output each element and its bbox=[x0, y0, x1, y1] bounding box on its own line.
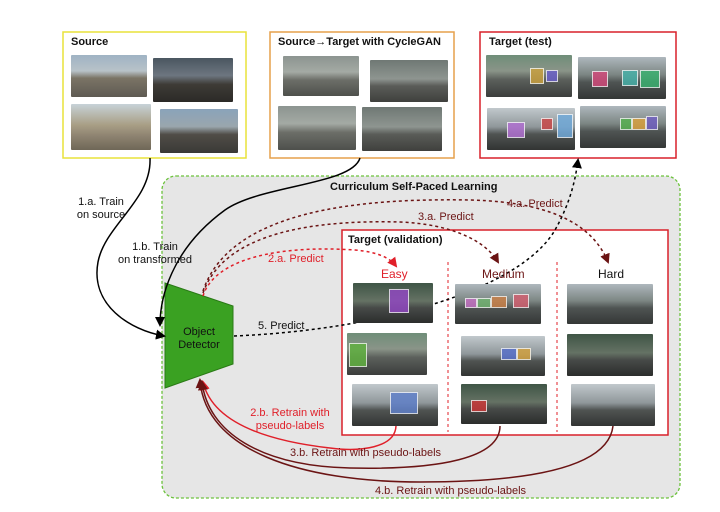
easy-label: Easy bbox=[381, 267, 408, 281]
cyclegan-title: Source→Target with CycleGAN bbox=[278, 36, 441, 48]
source-image bbox=[71, 55, 147, 97]
medium-image bbox=[455, 284, 541, 324]
arrow-3b-retrain bbox=[197, 380, 501, 469]
label-1a-line-1: 1.a. Train bbox=[78, 196, 124, 208]
label-1b: 1.b. Train on transformed bbox=[110, 241, 200, 267]
arrow-4b-retrain bbox=[195, 378, 614, 483]
label-4b: 4.b. Retrain with pseudo-labels bbox=[375, 485, 527, 497]
label-5: 5. Predict bbox=[258, 320, 305, 332]
medium-label: Medium bbox=[482, 267, 525, 281]
hard-label: Hard bbox=[598, 267, 625, 281]
transformed-image bbox=[370, 60, 448, 102]
target-test-image bbox=[486, 55, 572, 97]
arrow-2b-retrain bbox=[199, 380, 397, 451]
transformed-image bbox=[278, 106, 356, 150]
detector-line-1: Object bbox=[183, 326, 215, 338]
source-image bbox=[71, 104, 151, 150]
label-1a-line-2: on source bbox=[76, 209, 126, 221]
label-3a: 3.a. Predict bbox=[418, 211, 474, 223]
label-2b-line-2: pseudo-labels bbox=[255, 420, 325, 432]
easy-image bbox=[352, 384, 438, 426]
target-test-image bbox=[580, 106, 666, 148]
object-detector-shape bbox=[164, 282, 234, 389]
arrow-5-predict bbox=[233, 158, 582, 337]
medium-image bbox=[461, 384, 547, 424]
arrow-1b-train-transformed bbox=[155, 157, 361, 327]
label-2b: 2.b. Retrain with pseudo-labels bbox=[244, 407, 336, 433]
easy-image bbox=[353, 283, 433, 323]
medium-image bbox=[461, 336, 545, 376]
label-1b-line-2: on transformed bbox=[118, 254, 192, 266]
detector-line-2: Detector bbox=[178, 339, 220, 351]
target-validation-title: Target (validation) bbox=[348, 234, 443, 246]
target-test-title: Target (test) bbox=[489, 36, 552, 48]
object-detector-label: Object Detector bbox=[168, 326, 230, 352]
label-4a: 4.a. Predict bbox=[507, 198, 563, 210]
arrow-2a-predict bbox=[202, 248, 398, 297]
arrow-4a-predict bbox=[202, 199, 610, 292]
label-2b-line-1: 2.b. Retrain with bbox=[250, 407, 330, 419]
source-image bbox=[160, 109, 238, 153]
curriculum-title: Curriculum Self-Paced Learning bbox=[330, 181, 498, 193]
label-1a: 1.a. Train on source bbox=[66, 196, 136, 222]
source-title: Source bbox=[71, 36, 109, 48]
arrow-1a-train-source bbox=[96, 157, 166, 340]
hard-image bbox=[571, 384, 655, 426]
transformed-image bbox=[362, 107, 442, 151]
target-test-image bbox=[578, 57, 666, 99]
hard-image bbox=[567, 334, 653, 376]
easy-image bbox=[347, 333, 427, 375]
hard-image bbox=[567, 284, 653, 324]
transformed-image bbox=[283, 56, 359, 96]
label-3b: 3.b. Retrain with pseudo-labels bbox=[290, 447, 442, 459]
label-2a: 2.a. Predict bbox=[268, 253, 324, 265]
target-test-image bbox=[487, 108, 575, 150]
label-1b-line-1: 1.b. Train bbox=[132, 241, 178, 253]
arrow-3a-predict bbox=[202, 221, 500, 294]
source-image bbox=[153, 58, 233, 102]
